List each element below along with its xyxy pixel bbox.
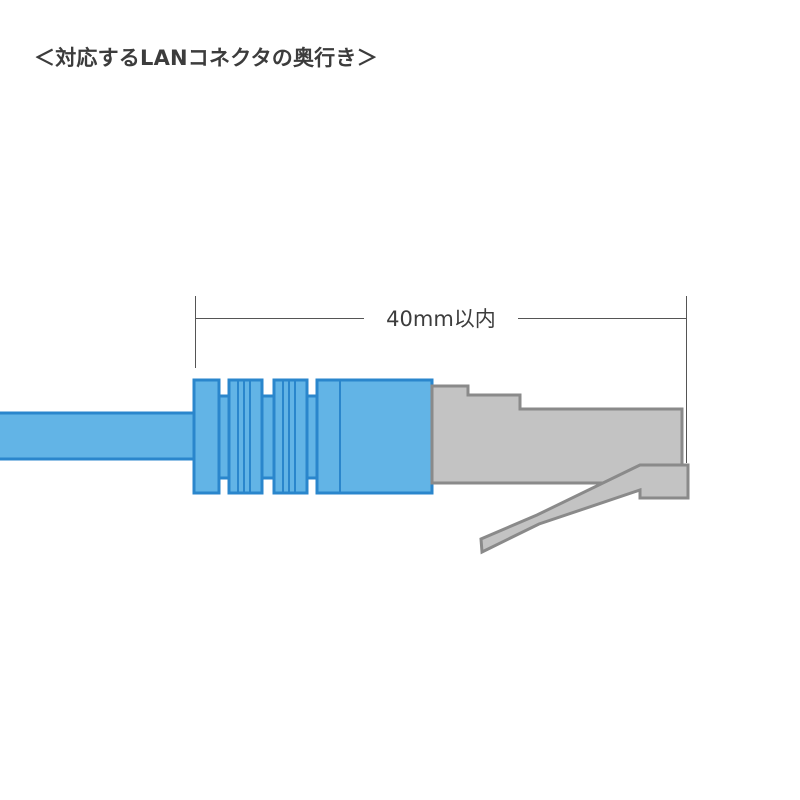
dimension-indicator	[195, 296, 687, 463]
lan-cable	[0, 411, 196, 461]
boot-neck-2	[260, 394, 276, 480]
rj45-latch	[479, 463, 690, 555]
connector-boot	[192, 378, 434, 495]
boot-ring-3	[272, 378, 309, 495]
rj45-plug-body	[430, 384, 684, 485]
boot-grooves	[237, 380, 341, 493]
boot-body	[315, 378, 434, 495]
dimension-label: 40mm以内	[386, 307, 496, 331]
page-title: ＜対応するLANコネクタの奥行き＞	[34, 46, 378, 70]
boot-ring-1	[192, 378, 221, 495]
boot-ring-2	[227, 378, 264, 495]
